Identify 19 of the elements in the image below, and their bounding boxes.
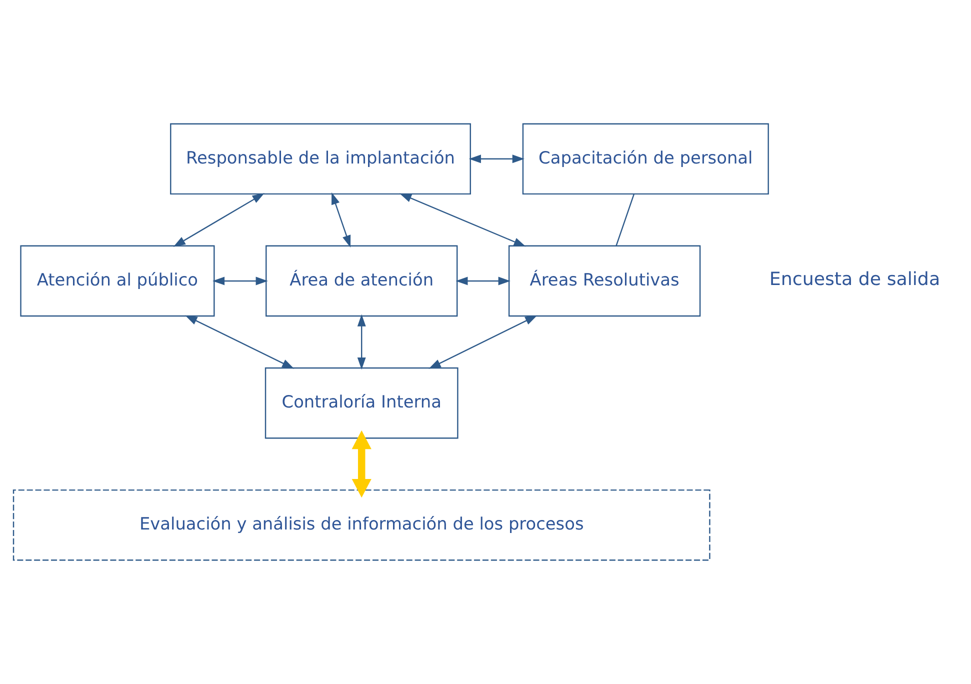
node-box: Contraloría Interna — [264, 367, 458, 439]
arrow — [332, 192, 351, 248]
connector — [616, 194, 635, 246]
label: Encuesta de salida — [769, 269, 940, 290]
arrow — [468, 154, 524, 164]
node-box: Capacitación de personal — [522, 123, 769, 195]
arrow — [357, 314, 366, 370]
arrow — [212, 276, 268, 286]
arrow — [399, 193, 526, 247]
arrow — [352, 430, 372, 498]
arrow — [456, 276, 510, 286]
arrow — [173, 193, 264, 247]
arrow — [428, 315, 538, 369]
node-box: Atención al público — [20, 245, 215, 317]
node-box: Responsable de la implantación — [170, 123, 471, 195]
node-box: Áreas Resolutivas — [508, 245, 701, 317]
arrow — [185, 315, 294, 369]
node-box: Área de atención — [266, 245, 458, 317]
node-box: Evaluación y análisis de información de los procesos — [12, 489, 710, 561]
